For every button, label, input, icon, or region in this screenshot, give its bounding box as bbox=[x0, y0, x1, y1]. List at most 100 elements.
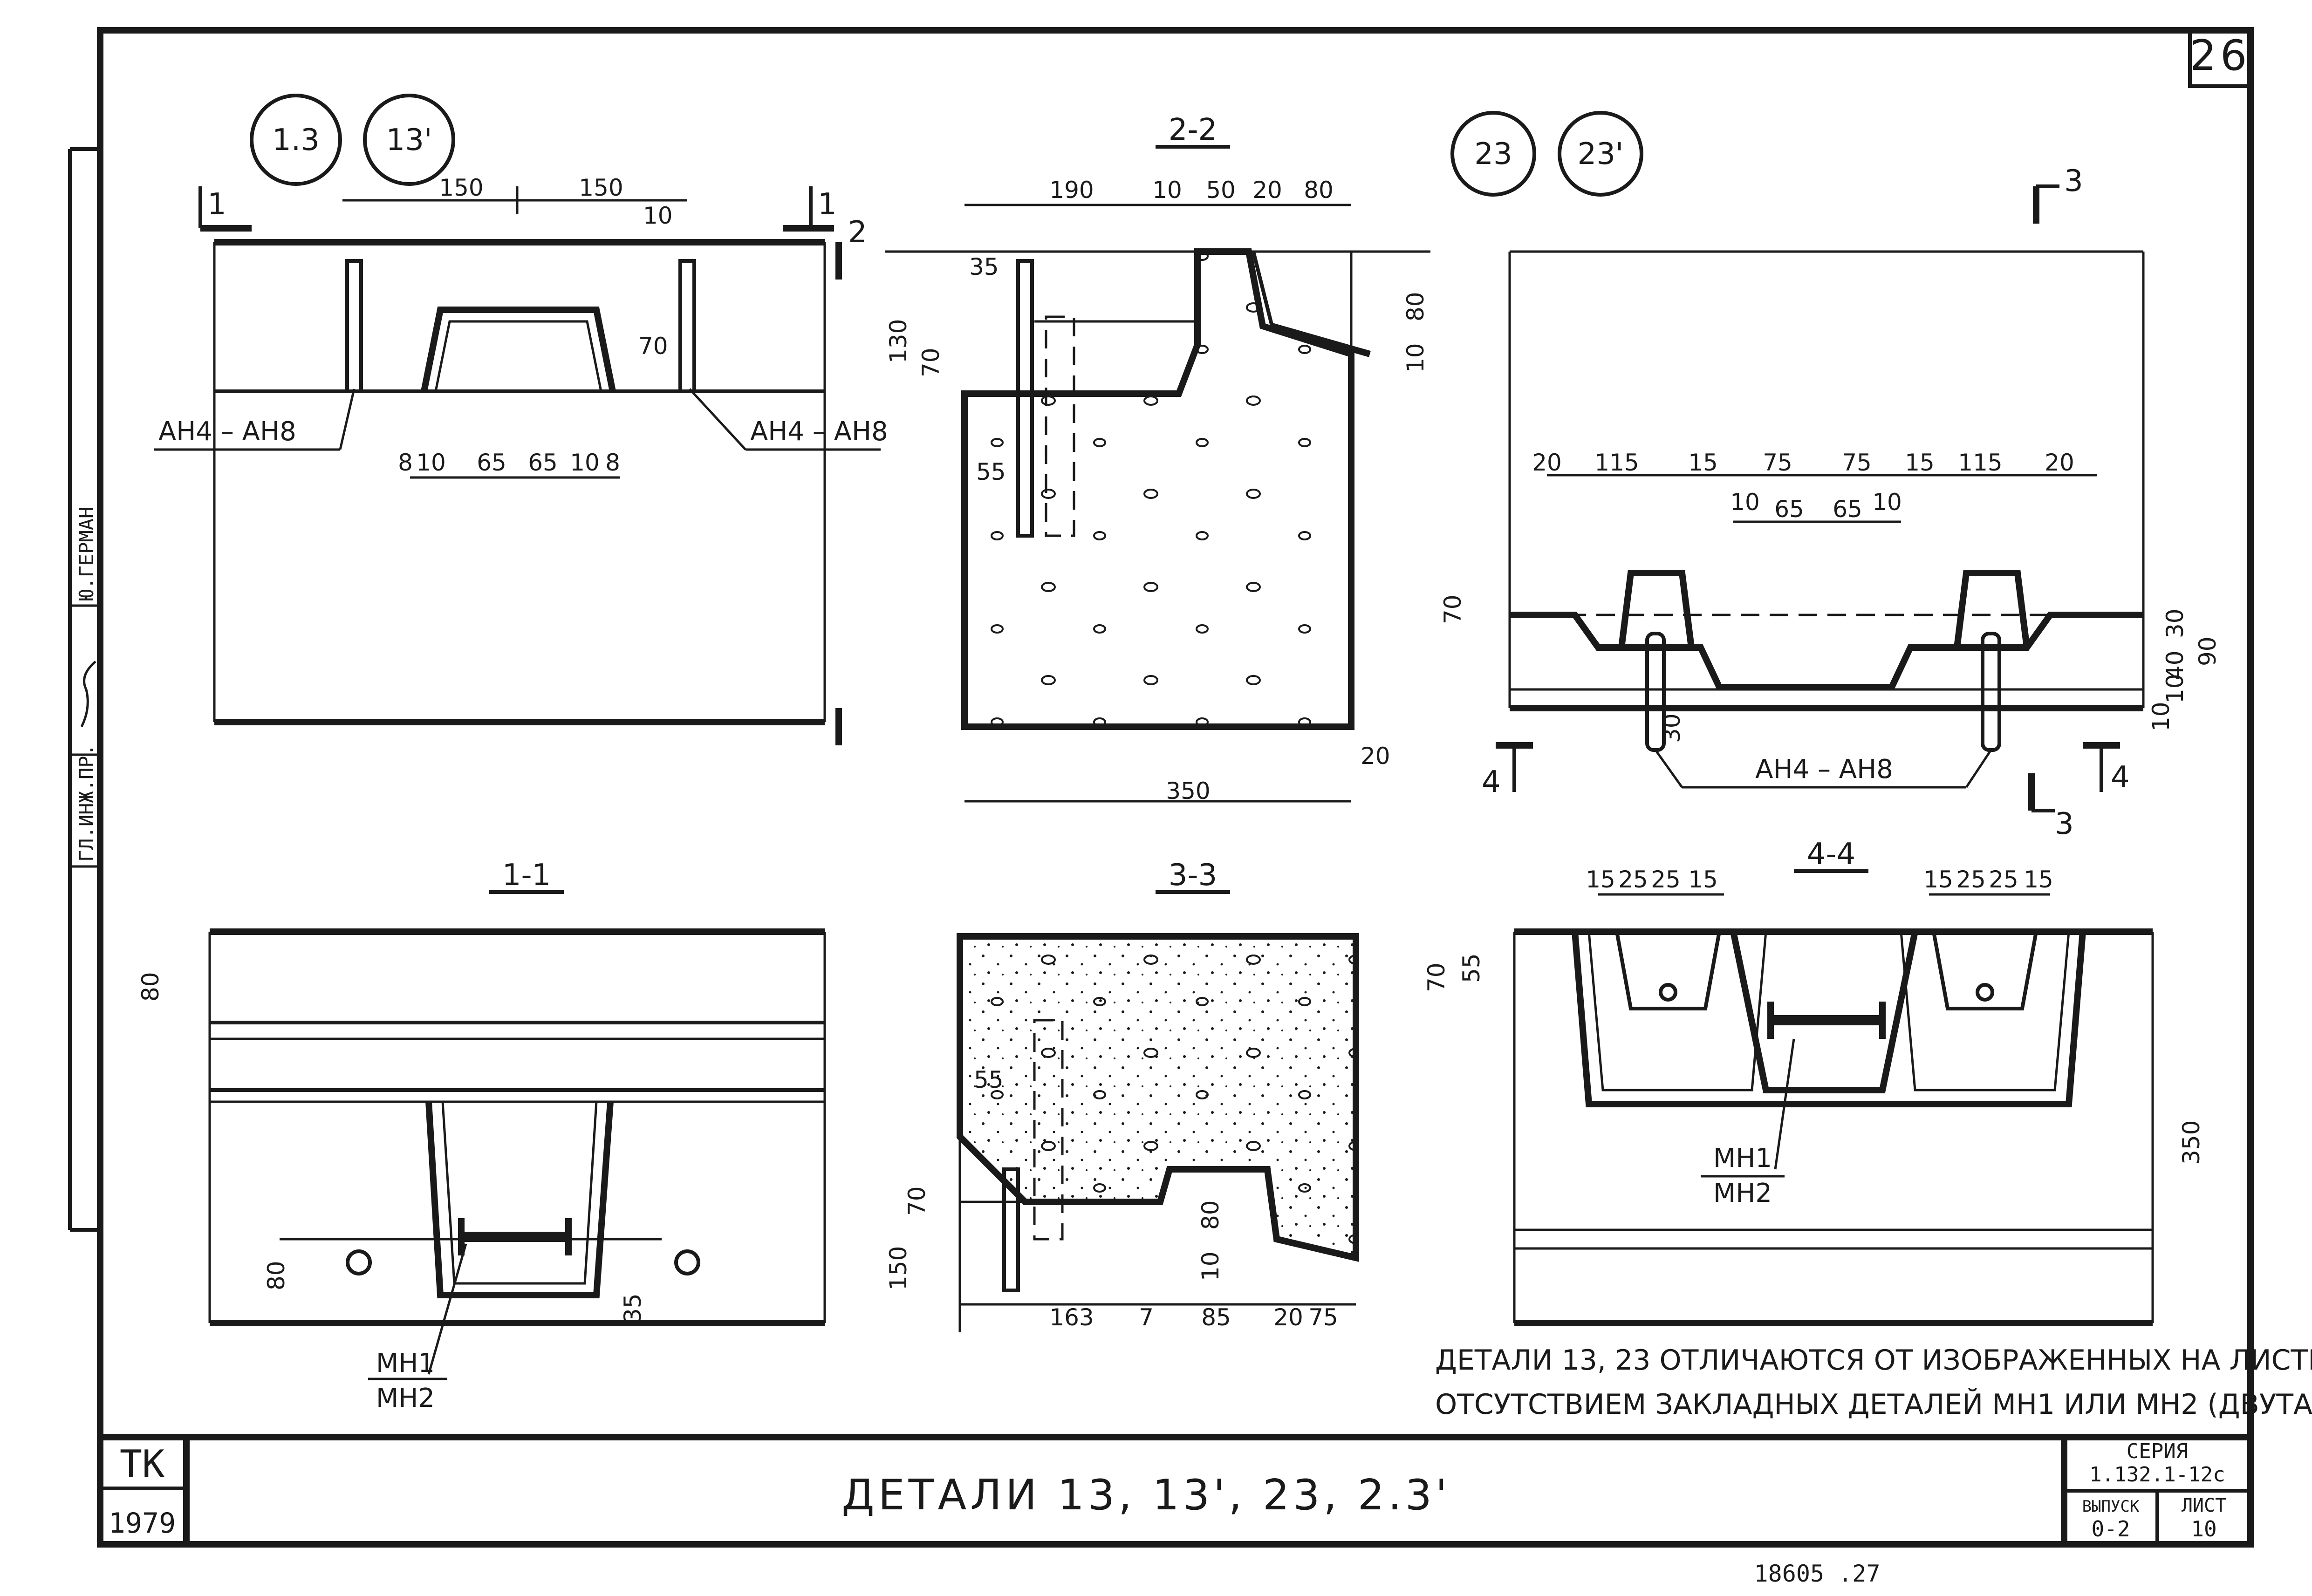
view-13: 1.3 13' 1 1 2 150 150 10 70 8 10 65 bbox=[154, 94, 888, 745]
cut-3-top: 3 bbox=[2064, 164, 2083, 198]
dim-20-bottom: 20 bbox=[1361, 743, 1390, 770]
dim-70-left: 70 bbox=[917, 348, 944, 377]
dim-80: 80 bbox=[1304, 177, 1334, 204]
dim-20: 20 bbox=[1273, 1304, 1303, 1331]
dim-70: 70 bbox=[1423, 962, 1450, 992]
section-3-3: 3-3 55 70 150 80 10 163 7 85 20 75 bbox=[885, 858, 1359, 1332]
dim-10-mid-a: 10 bbox=[1730, 489, 1760, 516]
dim-75-a: 75 bbox=[1763, 449, 1792, 476]
dim-75-b: 75 bbox=[1842, 449, 1872, 476]
dim-10: 10 bbox=[1152, 177, 1182, 204]
dim-7: 7 bbox=[1139, 1304, 1154, 1331]
dim-50: 50 bbox=[1206, 177, 1236, 204]
rebar-label: АН4 – АН8 bbox=[1755, 754, 1893, 784]
dim-15-a: 15 bbox=[1688, 449, 1718, 476]
dim-10-b: 10 bbox=[570, 449, 600, 476]
dim-10-a: 10 bbox=[416, 449, 446, 476]
dim-150: 150 bbox=[885, 1246, 912, 1290]
dim-163: 163 bbox=[1049, 1304, 1094, 1331]
dim-150-b: 150 bbox=[579, 174, 623, 201]
stamp-role: ГЛ.ИНЖ.ПР. bbox=[75, 744, 98, 862]
dim-115-b: 115 bbox=[1958, 449, 2002, 476]
dim-10: 10 bbox=[1197, 1251, 1224, 1281]
dim-65-b: 65 bbox=[528, 449, 558, 476]
cut-3-bottom: 3 bbox=[2055, 807, 2074, 841]
dim-55: 55 bbox=[976, 458, 1006, 485]
section-2-2: 2-2 190 10 50 20 80 35 130 70 55 80 10 3… bbox=[885, 113, 1430, 805]
note-line-1: ДЕТАЛИ 13, 23 ОТЛИЧАЮТСЯ ОТ ИЗОБРАЖЕННЫХ… bbox=[1435, 1344, 2312, 1377]
section-2-2-title: 2-2 bbox=[1169, 113, 1218, 147]
dim-tr-25-a: 25 bbox=[1956, 866, 1986, 893]
detail-mark-13p-text: 13' bbox=[386, 123, 432, 157]
dim-80: 80 bbox=[1197, 1200, 1224, 1230]
sheet-label: ЛИСТ bbox=[2182, 1495, 2226, 1516]
stamp-signature: signature bbox=[92, 743, 94, 745]
cut-1-left: 1 bbox=[207, 187, 226, 222]
issue-value: 0-2 bbox=[2091, 1516, 2130, 1541]
embed-label-mn2: МН2 bbox=[1713, 1178, 1772, 1208]
dim-70: 70 bbox=[1439, 594, 1466, 624]
dim-55: 55 bbox=[974, 1066, 1004, 1093]
detail-mark-13-prime bbox=[363, 94, 455, 186]
dim-350: 350 bbox=[2178, 1120, 2205, 1165]
rebar-label-right: АН4 – АН8 bbox=[750, 416, 888, 447]
sheet-value: 10 bbox=[2191, 1516, 2216, 1541]
section-4-4-title: 4-4 bbox=[1807, 837, 1856, 872]
page-number: 26 bbox=[2190, 31, 2251, 80]
section-4-4: 4-4 15 25 25 15 15 25 25 15 70 55 350 bbox=[1423, 837, 2205, 1326]
dim-115-a: 115 bbox=[1594, 449, 1639, 476]
dim-130: 130 bbox=[885, 319, 912, 363]
dim-tl-15-a: 15 bbox=[1586, 866, 1615, 893]
dim-190: 190 bbox=[1049, 177, 1094, 204]
detail-mark-23 bbox=[1450, 111, 1536, 197]
dim-tr-15-a: 15 bbox=[1923, 866, 1953, 893]
dim-20-a: 20 bbox=[1532, 449, 1562, 476]
dim-10: 10 bbox=[643, 202, 673, 229]
dim-80-bottom: 80 bbox=[263, 1261, 290, 1290]
dim-15-b: 15 bbox=[1905, 449, 1935, 476]
dim-10-mid-b: 10 bbox=[1872, 489, 1902, 516]
dim-10-right-b: 10 bbox=[2148, 702, 2175, 731]
dim-350: 350 bbox=[1166, 778, 1210, 805]
signature-mark bbox=[80, 661, 96, 728]
org-mark: ТК bbox=[120, 1442, 164, 1486]
dim-8-a: 8 bbox=[398, 449, 413, 476]
dim-30-bottom: 30 bbox=[1658, 713, 1685, 743]
cut-4-right: 4 bbox=[2111, 760, 2130, 795]
dim-30-right: 30 bbox=[2162, 608, 2189, 638]
embed-label-mn2: МН2 bbox=[376, 1383, 435, 1413]
series-label: СЕРИЯ bbox=[2127, 1439, 2188, 1463]
section-3-3-title: 3-3 bbox=[1169, 858, 1218, 893]
note-line-2: ОТСУТСТВИЕМ ЗАКЛАДНЫХ ДЕТАЛЕЙ МН1 ИЛИ МН… bbox=[1435, 1387, 2312, 1421]
dim-20: 20 bbox=[1252, 177, 1282, 204]
embed-label-mn1: МН1 bbox=[1713, 1143, 1772, 1173]
dim-tl-15-b: 15 bbox=[1688, 866, 1718, 893]
cut-1-right: 1 bbox=[818, 187, 837, 222]
dim-65-mid-a: 65 bbox=[1774, 496, 1804, 523]
dim-10-right-a: 10 bbox=[2162, 674, 2189, 703]
dim-35: 35 bbox=[969, 253, 999, 280]
stamp-name: Ю.ГЕРМАН bbox=[75, 507, 98, 601]
view-23: 23 23' 3 3 4 4 20 115 15 75 75 15 115 bbox=[1439, 111, 2221, 841]
dim-80-top: 80 bbox=[137, 972, 164, 1002]
footer-handwriting: 18605 .27 bbox=[1754, 1560, 1881, 1587]
issue-label: ВЫПУСК bbox=[2082, 1497, 2140, 1516]
embed-label-mn1: МН1 bbox=[376, 1348, 435, 1378]
dim-65-mid-b: 65 bbox=[1833, 496, 1862, 523]
dim-tr-15-b: 15 bbox=[2024, 866, 2053, 893]
dim-8-b: 8 bbox=[605, 449, 620, 476]
dim-90-right: 90 bbox=[2194, 636, 2221, 666]
dim-20-b: 20 bbox=[2045, 449, 2074, 476]
detail-mark-23-text: 23 bbox=[1474, 137, 1512, 171]
sheet-frame bbox=[68, 27, 2254, 1548]
dim-150-a: 150 bbox=[439, 174, 483, 201]
detail-mark-13 bbox=[250, 94, 342, 186]
dim-tl-25-a: 25 bbox=[1618, 866, 1648, 893]
side-stamp: ГЛ.ИНЖ.ПР. signature Ю.ГЕРМАН bbox=[75, 507, 98, 862]
dim-10-right: 10 bbox=[1402, 343, 1429, 373]
dim-40-right: 40 bbox=[2162, 650, 2189, 680]
cut-2: 2 bbox=[848, 215, 867, 250]
dim-85: 85 bbox=[1201, 1304, 1231, 1331]
cut-4-left: 4 bbox=[1482, 765, 1501, 799]
